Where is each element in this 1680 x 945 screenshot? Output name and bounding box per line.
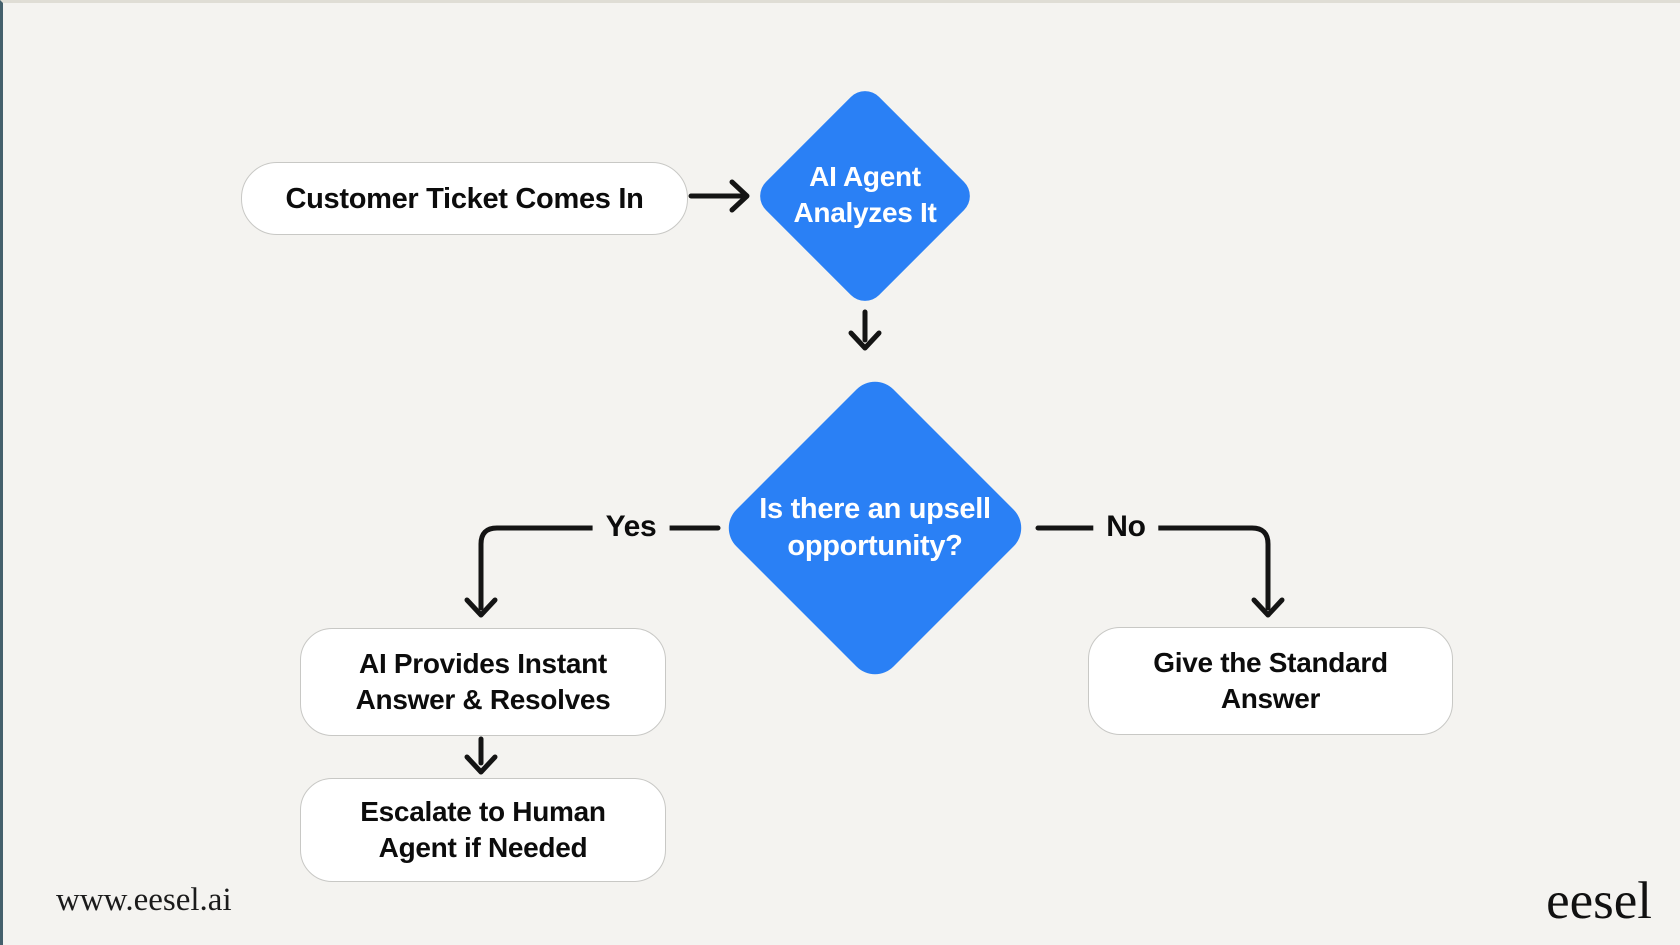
edge-start-to-analyze (688, 179, 750, 213)
website-url: www.eesel.ai (56, 882, 232, 918)
node-label-line: Agent if Needed (378, 832, 588, 863)
node-label-line: AI Agent (809, 161, 921, 192)
node-label: Customer Ticket Comes In (285, 182, 644, 215)
branch-label-yes: Yes (592, 510, 670, 544)
edge-upsell-no-to-standard (1035, 525, 1285, 618)
node-label-line: Escalate to Human (360, 796, 606, 827)
branch-label-no: No (1093, 510, 1159, 544)
node-escalate-human: Escalate to Human Agent if Needed (300, 778, 666, 882)
arrowhead-down-icon (464, 754, 498, 775)
edge-instant-to-escalate (464, 736, 498, 775)
arrowhead-down-icon (1251, 597, 1285, 618)
node-label-line: Analyzes It (793, 197, 937, 228)
node-standard-answer: Give the Standard Answer (1088, 627, 1453, 735)
decision-upsell-opportunity-label: Is there an upsell opportunity? (715, 491, 1035, 565)
arrowhead-down-icon (848, 330, 882, 351)
node-label-line: AI Provides Instant (359, 648, 607, 679)
node-label-line: Is there an upsell (759, 493, 991, 525)
flowchart-canvas: Customer Ticket Comes In AI Agent Analyz… (3, 3, 1680, 945)
eesel-logo: eesel (1546, 872, 1652, 930)
edge-upsell-yes-to-instant (464, 525, 721, 618)
arrowhead-down-icon (464, 597, 498, 618)
node-label-line: Answer (1220, 683, 1321, 714)
edge-analyze-to-upsell (848, 309, 882, 351)
arrowhead-right-icon (729, 179, 750, 213)
node-label-line: Give the Standard (1153, 647, 1388, 678)
node-ai-instant-answer: AI Provides Instant Answer & Resolves (300, 628, 666, 736)
node-label-line: opportunity? (787, 530, 963, 562)
edge-line (1035, 525, 1271, 611)
node-label-line: Answer & Resolves (355, 684, 611, 715)
flowchart-edges (464, 179, 1285, 775)
edge-line (478, 525, 721, 611)
decision-ai-agent-analyzes-label: AI Agent Analyzes It (745, 159, 985, 231)
node-customer-ticket: Customer Ticket Comes In (241, 162, 688, 235)
